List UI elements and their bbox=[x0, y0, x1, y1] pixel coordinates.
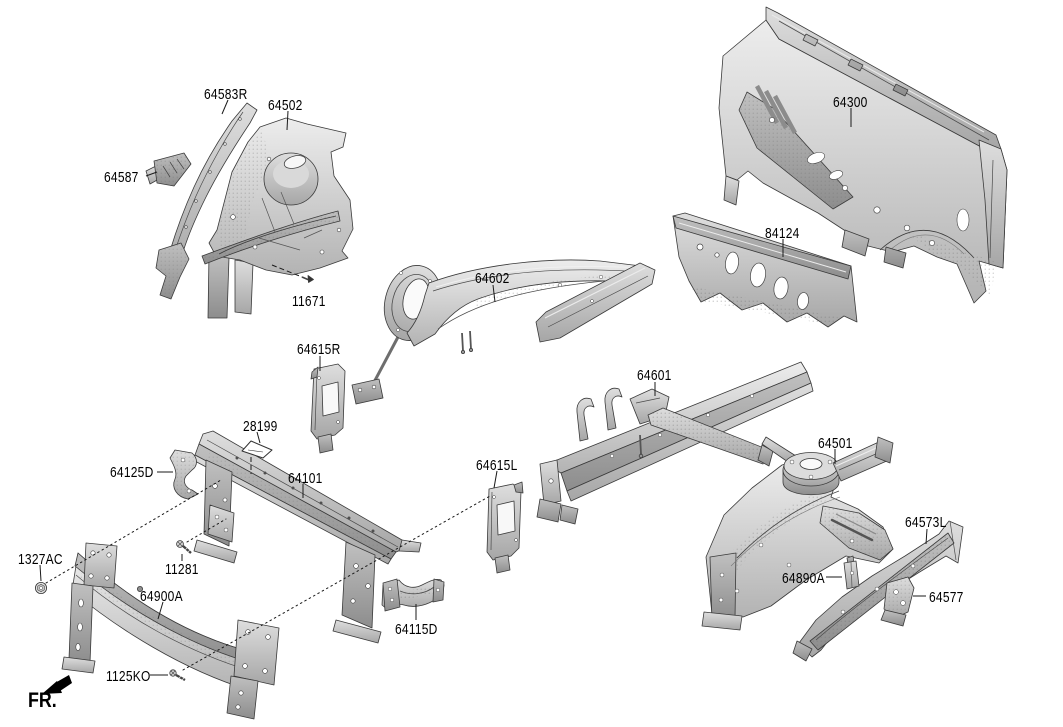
part-label-64115D[interactable]: 64115D bbox=[395, 622, 448, 637]
part-number-text: 64583R bbox=[204, 86, 248, 103]
part-number-text: 64602 bbox=[475, 270, 510, 287]
fr-direction-arrow-icon bbox=[42, 675, 72, 694]
bolt-11281-icon bbox=[176, 540, 192, 554]
part-drawing-64101 bbox=[192, 430, 422, 644]
part-number-text: 64577 bbox=[929, 589, 964, 606]
part-number-text: 1125KO bbox=[106, 668, 151, 685]
part-number-text: 1327AC bbox=[18, 551, 63, 568]
part-drawing-64501 bbox=[701, 436, 894, 631]
part-number-text: 28199 bbox=[243, 418, 278, 435]
part-label-28199[interactable]: 28199 bbox=[243, 419, 286, 434]
pin-11671-icon bbox=[301, 275, 314, 283]
part-label-64300[interactable]: 64300 bbox=[833, 95, 876, 110]
part-label-64583R[interactable]: 64583R bbox=[204, 87, 258, 102]
part-label-11281[interactable]: 11281 bbox=[165, 562, 207, 577]
part-label-64900A[interactable]: 64900A bbox=[140, 589, 194, 604]
part-label-64601[interactable]: 64601 bbox=[637, 368, 680, 383]
part-number-text: 64101 bbox=[288, 470, 323, 487]
part-drawing-84124 bbox=[672, 212, 858, 328]
part-number-text: 64115D bbox=[395, 621, 438, 638]
part-number-text: 64601 bbox=[637, 367, 672, 384]
part-drawing-64602 bbox=[351, 259, 656, 405]
part-number-text: 64615L bbox=[476, 457, 518, 474]
part-drawing-64601 bbox=[536, 361, 814, 525]
part-label-64890A[interactable]: 64890A bbox=[782, 571, 836, 586]
part-number-text: 11671 bbox=[292, 293, 326, 310]
part-number-text: 64573L bbox=[905, 514, 947, 531]
part-drawing-64502 bbox=[201, 117, 354, 319]
part-drawing-64583R bbox=[155, 102, 258, 300]
part-number-text: 64502 bbox=[268, 97, 303, 114]
part-drawing-64890A bbox=[843, 555, 860, 590]
part-label-64577[interactable]: 64577 bbox=[929, 590, 972, 605]
part-number-text: 11281 bbox=[165, 561, 199, 578]
part-label-64615R[interactable]: 64615R bbox=[297, 342, 351, 357]
part-drawing-64615L bbox=[486, 481, 524, 574]
part-drawing-64577 bbox=[880, 576, 915, 627]
part-label-64502[interactable]: 64502 bbox=[268, 98, 311, 113]
bolt-1125KO-icon bbox=[169, 669, 186, 682]
part-number-text: 64125D bbox=[110, 464, 154, 481]
part-label-84124[interactable]: 84124 bbox=[765, 226, 808, 241]
part-number-text: 64890A bbox=[782, 570, 825, 587]
part-drawing-64300 bbox=[718, 6, 1008, 304]
leader-lines bbox=[39, 99, 928, 676]
fr-indicator-text: FR. bbox=[28, 689, 57, 712]
part-label-1125KO[interactable]: 1125KO bbox=[106, 669, 162, 684]
part-label-64587[interactable]: 64587 bbox=[104, 170, 147, 185]
part-number-text: 64300 bbox=[833, 94, 868, 111]
part-drawing-28199 bbox=[241, 440, 273, 459]
part-number-text: 64501 bbox=[818, 435, 853, 452]
part-drawing-64573L bbox=[792, 520, 964, 662]
nut-1327AC-icon bbox=[35, 582, 48, 595]
part-drawing-64587 bbox=[145, 152, 192, 187]
part-label-64101[interactable]: 64101 bbox=[288, 471, 331, 486]
part-label-64615L[interactable]: 64615L bbox=[476, 458, 528, 473]
part-label-1327AC[interactable]: 1327AC bbox=[18, 552, 74, 567]
part-label-64602[interactable]: 64602 bbox=[475, 271, 518, 286]
part-drawing-64615R bbox=[310, 363, 346, 454]
part-number-text: 64615R bbox=[297, 341, 341, 358]
part-label-64125D[interactable]: 64125D bbox=[110, 465, 164, 480]
part-label-64573L[interactable]: 64573L bbox=[905, 515, 957, 530]
part-label-11671[interactable]: 11671 bbox=[292, 294, 334, 309]
part-drawing-64125D bbox=[169, 449, 199, 500]
part-number-text: 84124 bbox=[765, 225, 800, 242]
part-number-text: 64900A bbox=[140, 588, 183, 605]
part-drawing-64115D bbox=[381, 578, 445, 612]
fr-indicator: FR. bbox=[28, 689, 62, 713]
part-label-64501[interactable]: 64501 bbox=[818, 436, 861, 451]
part-number-text: 64587 bbox=[104, 169, 139, 186]
part-drawing-64900A bbox=[61, 542, 280, 720]
